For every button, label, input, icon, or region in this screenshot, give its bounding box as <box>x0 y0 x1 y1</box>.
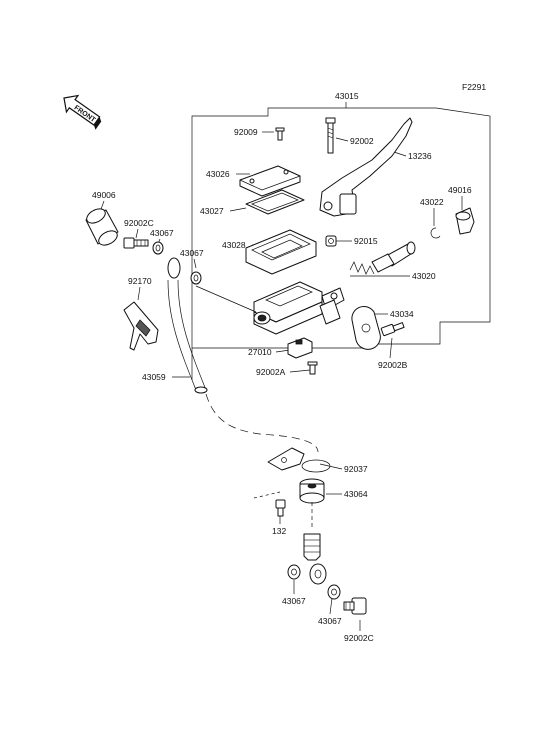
label-92009: 92009 <box>234 127 258 137</box>
part-washer-43067-left <box>152 241 164 255</box>
leader-92002 <box>335 137 349 142</box>
label-43059: 43059 <box>142 372 166 382</box>
leader-92170 <box>137 286 141 301</box>
part-washer-43067-low2 <box>327 584 341 600</box>
part-hose-bracket <box>267 447 305 471</box>
part-circlip-43022 <box>430 227 441 239</box>
part-bolt-92002B <box>380 322 405 337</box>
part-clip-92170 <box>123 301 159 351</box>
leader-cylinder-dash <box>195 285 257 313</box>
leader-92002A <box>289 369 311 373</box>
label-43067-mid: 43067 <box>180 248 204 258</box>
leader-43067-mid <box>193 258 197 269</box>
label-27010: 27010 <box>248 347 272 357</box>
label-43015: 43015 <box>335 91 359 101</box>
label-43067-low1: 43067 <box>282 596 306 606</box>
part-banjo-bolt-92002C-top <box>123 237 149 249</box>
part-brake-lever-13236 <box>319 117 413 217</box>
label-43064: 43064 <box>344 489 368 499</box>
label-43020: 43020 <box>412 271 436 281</box>
label-49016: 49016 <box>448 185 472 195</box>
part-grommet-43064 <box>299 478 325 504</box>
part-washer-43067-mid <box>190 271 202 285</box>
hose-route-dashed <box>205 393 319 453</box>
part-master-cylinder-43015 <box>253 281 345 335</box>
label-43028: 43028 <box>222 240 246 250</box>
label-43026: 43026 <box>206 169 230 179</box>
leader-43027 <box>229 207 247 212</box>
part-boot-49016 <box>455 207 475 235</box>
label-13236: 13236 <box>408 151 432 161</box>
label-92002B: 92002B <box>378 360 408 370</box>
label-43067-left: 43067 <box>150 228 174 238</box>
leader-92037 <box>319 463 343 470</box>
part-clamp-ring-92037 <box>301 459 331 473</box>
label-92170: 92170 <box>128 276 152 286</box>
label-92015: 92015 <box>354 236 378 246</box>
part-piston-kit-43020 <box>349 241 416 275</box>
part-brake-hose-43059 <box>167 257 208 394</box>
part-pivot-bolt-92002 <box>325 117 336 154</box>
part-clamp-43034 <box>351 306 381 350</box>
part-plate-43027 <box>245 189 305 215</box>
label-43022: 43022 <box>420 197 444 207</box>
label-92037: 92037 <box>344 464 368 474</box>
leader-92002C-top <box>135 228 139 239</box>
part-switch-27010 <box>287 337 313 359</box>
label-92002C-bottom: 92002C <box>344 633 374 643</box>
label-43027: 43027 <box>200 206 224 216</box>
label-132: 132 <box>272 526 286 536</box>
label-92002: 92002 <box>350 136 374 146</box>
figure-code: F2291 <box>462 82 486 92</box>
part-bolt-132 <box>253 491 286 517</box>
part-lower-hose-fitting <box>303 502 327 585</box>
label-43067-low2: 43067 <box>318 616 342 626</box>
label-92002C-top: 92002C <box>124 218 154 228</box>
label-92002A: 92002A <box>256 367 286 377</box>
front-arrow-icon: FRONT <box>63 94 102 130</box>
part-screw-92002A <box>307 361 318 375</box>
part-screw-92009 <box>275 127 285 141</box>
label-49006: 49006 <box>92 190 116 200</box>
part-banjo-bolt-92002C-bottom <box>343 597 367 615</box>
part-nut-92015 <box>325 235 337 247</box>
part-diaphragm-43028 <box>245 229 317 275</box>
part-reservoir-cap-43026 <box>239 165 301 197</box>
leader-43067-low2 <box>329 597 333 615</box>
leader-92002B <box>389 337 393 359</box>
part-washer-43067-low1 <box>287 564 301 580</box>
label-43034: 43034 <box>390 309 414 319</box>
part-cap-49006 <box>85 208 119 246</box>
